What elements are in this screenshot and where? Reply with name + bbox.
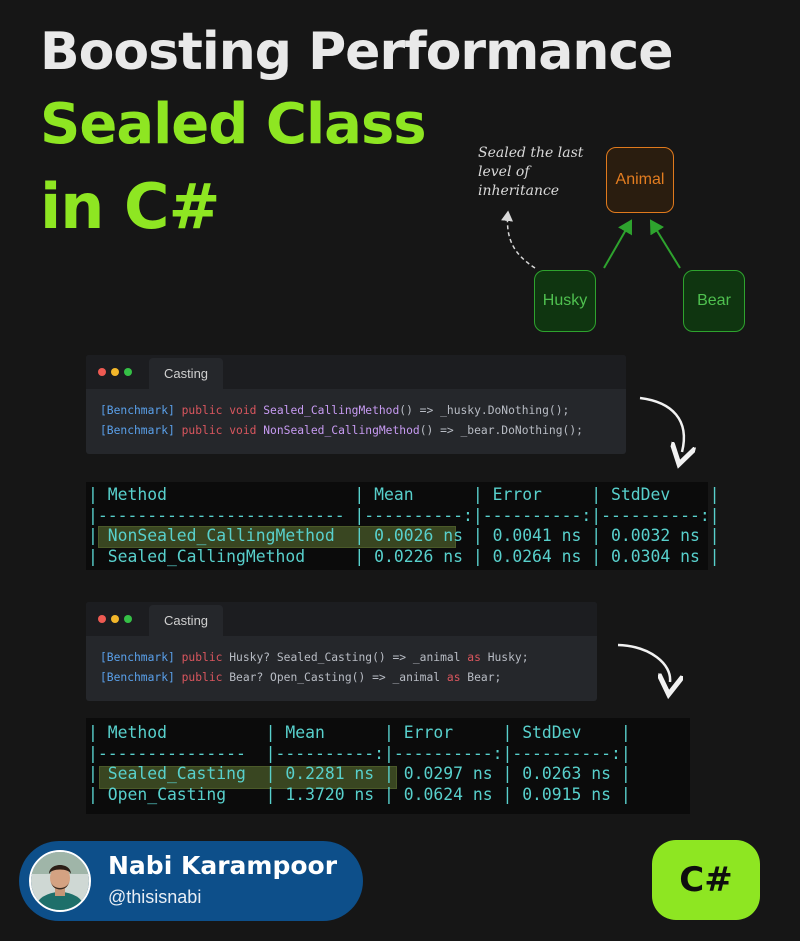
window-titlebar: Casting xyxy=(86,602,597,636)
code-window-1: Casting [Benchmark] public void Sealed_C… xyxy=(86,355,626,454)
author-card[interactable]: Nabi Karampoor @thisisnabi xyxy=(19,841,363,921)
row-highlight xyxy=(98,526,456,548)
author-name: Nabi Karampoor xyxy=(108,851,338,880)
node-husky: Husky xyxy=(534,270,596,332)
minimize-dot-icon xyxy=(111,615,119,623)
table1-lines: | Method | Mean | Error | StdDev | |----… xyxy=(88,485,720,567)
maximize-dot-icon xyxy=(124,368,132,376)
avatar xyxy=(29,850,91,912)
minimize-dot-icon xyxy=(111,368,119,376)
code-line: [Benchmark] public Bear? Open_Casting() … xyxy=(100,671,502,684)
avatar-icon xyxy=(31,852,89,910)
title-line-3: in C# xyxy=(40,170,220,243)
window-titlebar: Casting xyxy=(86,355,626,389)
arrow-code2-to-table2 xyxy=(617,643,670,682)
table-row: | NonSealed_CallingMethod | 0.0026 ns | … xyxy=(88,526,720,545)
code-window-2: Casting [Benchmark] public Husky? Sealed… xyxy=(86,602,597,701)
benchmark-table-1: | Method | Mean | Error | StdDev | |----… xyxy=(86,482,720,570)
benchmark-table-2: | Method | Mean | Error | StdDev | |----… xyxy=(86,718,690,814)
arrow-bear-to-animal xyxy=(649,219,681,269)
csharp-badge: C# xyxy=(652,840,760,920)
table-row: | Sealed_Casting | 0.2281 ns | 0.0297 ns… xyxy=(88,764,631,783)
arrow-code1-to-table1 xyxy=(639,396,684,452)
table2-lines: | Method | Mean | Error | StdDev | |----… xyxy=(88,723,631,805)
close-dot-icon xyxy=(98,368,106,376)
table-row: | Sealed_CallingMethod | 0.0226 ns | 0.0… xyxy=(88,546,720,566)
arrow-husky-to-animal xyxy=(603,219,632,269)
close-dot-icon xyxy=(98,615,106,623)
tab-casting[interactable]: Casting xyxy=(149,605,223,636)
tab-casting[interactable]: Casting xyxy=(149,358,223,389)
node-animal: Animal xyxy=(606,147,674,213)
table-row: |------------------------- |----------:|… xyxy=(88,505,720,525)
table-row: | Method | Mean | Error | StdDev | xyxy=(88,723,631,742)
row-highlight xyxy=(99,766,397,789)
code-line: [Benchmark] public void Sealed_CallingMe… xyxy=(100,404,570,417)
table-row: | Open_Casting | 1.3720 ns | 0.0624 ns |… xyxy=(88,784,631,804)
code-line: [Benchmark] public Husky? Sealed_Casting… xyxy=(100,651,529,664)
table-row: | Method | Mean | Error | StdDev | xyxy=(88,485,720,504)
maximize-dot-icon xyxy=(124,615,132,623)
node-bear: Bear xyxy=(683,270,745,332)
title-line-2: Sealed Class xyxy=(40,92,427,157)
diagram-note: Sealed the last level of inheritance xyxy=(478,145,584,199)
code-line: [Benchmark] public void NonSealed_Callin… xyxy=(100,424,583,437)
author-handle[interactable]: @thisisnabi xyxy=(108,887,202,907)
arrow-note xyxy=(501,210,536,269)
title-line-1: Boosting Performance xyxy=(40,22,673,82)
table-row: |--------------- |----------:|----------… xyxy=(88,743,631,763)
